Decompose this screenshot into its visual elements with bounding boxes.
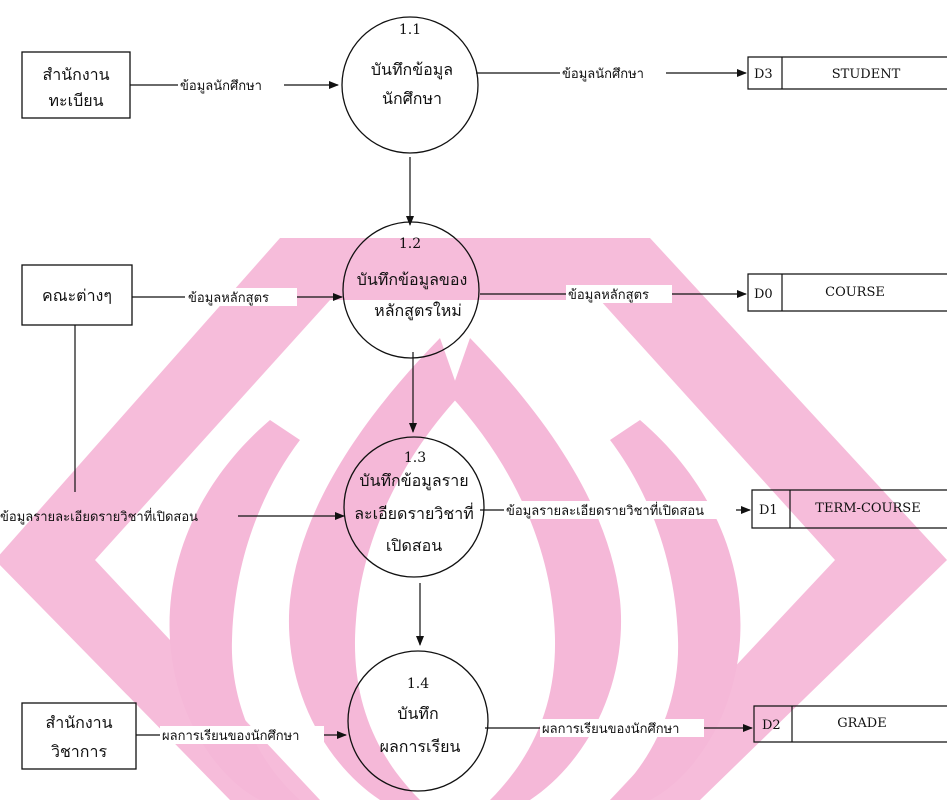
entity-academic-office: สำนักงาน วิชาการ xyxy=(21,702,137,770)
store-code: D3 xyxy=(754,67,773,82)
store-name: COURSE xyxy=(825,285,885,300)
process-name-line: บันทึกข้อมูล xyxy=(371,60,453,80)
entity-name-line: ทะเบียน xyxy=(48,91,103,110)
process-1-1: 1.1 บันทึกข้อมูล นักศึกษา xyxy=(341,16,479,154)
store-name: TERM-COURSE xyxy=(815,501,920,516)
entity-name-line: วิชาการ xyxy=(51,742,108,761)
process-number: 1.2 xyxy=(399,236,421,252)
process-1-4: 1.4 บันทึก ผลการเรียน xyxy=(347,650,489,792)
flow-label-f7: ผลการเรียนของนักศึกษา xyxy=(162,728,299,744)
flow-label-f4: ข้อมูลหลักสูตร xyxy=(568,288,649,303)
store-code: D1 xyxy=(759,503,778,518)
entity-name-line: สำนักงาน xyxy=(42,65,109,84)
flow-label-f1: ข้อมูลนักศึกษา xyxy=(180,79,262,94)
store-term-course: D1 TERM-COURSE xyxy=(751,489,947,529)
process-number: 1.3 xyxy=(404,450,426,466)
process-name-line: หลักสูตรใหม่ xyxy=(374,301,462,321)
store-course: D0 COURSE xyxy=(747,273,947,312)
process-number: 1.4 xyxy=(407,676,429,692)
flow-label-f2: ข้อมูลนักศึกษา xyxy=(562,67,644,82)
process-name-line: บันทึก xyxy=(397,704,438,723)
process-number: 1.1 xyxy=(399,22,421,38)
store-student: D3 STUDENT xyxy=(747,56,947,90)
entity-registrar: สำนักงาน ทะเบียน xyxy=(21,51,131,119)
process-name-line: ผลการเรียน xyxy=(380,737,461,756)
store-name: STUDENT xyxy=(832,67,901,82)
process-name-line: นักศึกษา xyxy=(382,89,442,108)
process-1-2: 1.2 บันทึกข้อมูลของ หลักสูตรใหม่ xyxy=(342,221,480,359)
store-code: D2 xyxy=(762,718,781,733)
process-1-3: 1.3 บันทึกข้อมูลราย ละเอียดรายวิชาที่ เป… xyxy=(343,436,485,578)
flow-label-f6: ข้อมูลรายละเอียดรายวิชาที่เปิดสอน xyxy=(506,502,704,519)
entity-faculties: คณะต่างๆ xyxy=(21,264,133,326)
store-code: D0 xyxy=(754,287,773,302)
process-name-line: บันทึกข้อมูลราย xyxy=(359,471,468,491)
process-name-line: ละเอียดรายวิชาที่ xyxy=(354,502,474,523)
process-name-line: เปิดสอน xyxy=(386,536,442,555)
entity-name-line: คณะต่างๆ xyxy=(42,286,112,305)
process-name-line: บันทึกข้อมูลของ xyxy=(357,270,468,290)
flow-label-f8: ผลการเรียนของนักศึกษา xyxy=(542,721,679,737)
store-name: GRADE xyxy=(837,716,886,731)
entity-name-line: สำนักงาน xyxy=(45,713,112,732)
flow-label-f3: ข้อมูลหลักสูตร xyxy=(188,291,269,306)
flow-labels: ข้อมูลนักศึกษา ข้อมูลนักศึกษา ข้อมูลหลัก… xyxy=(0,64,736,744)
store-grade: D2 GRADE xyxy=(753,705,947,743)
flow-label-f5: ข้อมูลรายละเอียดรายวิชาที่เปิดสอน xyxy=(0,508,198,525)
